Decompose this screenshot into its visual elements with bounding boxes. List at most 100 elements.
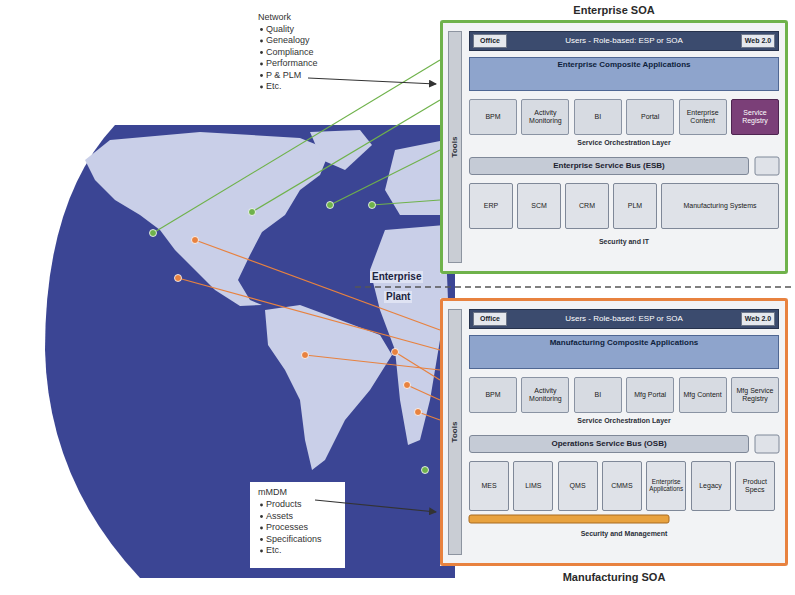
layer-label: Security and Management [469, 530, 779, 538]
box-label: Office [480, 37, 500, 45]
system-box: PLM [613, 183, 657, 229]
system-box: CMMS [602, 461, 642, 511]
composite-band: Enterprise Composite Applications [469, 57, 779, 91]
service-box: Activity Monitoring [521, 99, 569, 135]
panel-ground [440, 20, 788, 274]
list-item: Specifications [266, 534, 322, 545]
site-lines [153, 60, 440, 233]
list-item: P & PLM [266, 70, 301, 81]
side-box [755, 157, 779, 175]
box-label: Enterprise Applications [649, 479, 683, 493]
box-label: Manufacturing Composite Applications [550, 339, 699, 348]
box-label: MES [481, 482, 496, 490]
box-label: Activity Monitoring [524, 109, 566, 124]
tools-bar: Tools [448, 31, 462, 263]
box-label: Manufacturing Systems [683, 202, 756, 210]
plant-dots [175, 237, 422, 416]
box-label: Operations Service Bus (OSB) [551, 440, 666, 449]
list-heading: Network [258, 12, 291, 23]
box-label: Mfg Content [684, 391, 722, 399]
layer-label: Service Orchestration Layer [469, 417, 779, 425]
box-label: Office [480, 315, 500, 323]
plant-lines [178, 240, 440, 420]
system-box: Legacy [691, 461, 731, 511]
leader-arrow [308, 78, 436, 84]
layer-label: Security and IT [469, 238, 779, 246]
region-label: Plant [384, 291, 412, 303]
service-box: Mfg Content [679, 377, 727, 413]
box-label: BI [594, 113, 601, 121]
service-bus: Enterprise Service Bus (ESB) [469, 157, 749, 175]
box-label: Portal [641, 113, 659, 121]
box-label: QMS [570, 482, 586, 490]
box-label: Enterprise Service Bus (ESB) [553, 162, 665, 171]
system-box: QMS [558, 461, 598, 511]
service-box: Activity Monitoring [521, 377, 569, 413]
list-item: Compliance [266, 47, 314, 58]
panel-title: Manufacturing SOA [443, 571, 785, 583]
list-item: Processes [266, 522, 308, 533]
box-label: Users - Role-based: ESP or SOA [565, 315, 683, 324]
client-box: Office [473, 312, 507, 326]
list-item: Products [266, 499, 302, 510]
box-label: Web 2.0 [745, 37, 771, 45]
service-box: Mfg Service Registry [731, 377, 779, 413]
site-dots [150, 202, 429, 474]
service-box: BPM [469, 377, 517, 413]
box-label: CMMS [611, 482, 632, 490]
users-bar: Users - Role-based: ESP or SOA Office Web … [469, 309, 779, 329]
client-box: Office [473, 34, 507, 48]
client-box: Web 2.0 [741, 34, 775, 48]
box-label: Legacy [699, 482, 722, 490]
list-item: Etc. [266, 545, 282, 556]
system-box: Product Specs [735, 461, 775, 511]
text-ground [250, 482, 345, 568]
service-box: Enterprise Content [679, 99, 727, 135]
list-item: Genealogy [266, 35, 310, 46]
panel-title: Enterprise SOA [443, 4, 785, 16]
service-box: BI [574, 99, 622, 135]
bullets [260, 28, 263, 552]
box-label: PLM [628, 202, 642, 210]
service-box: Mfg Portal [626, 377, 674, 413]
side-box [755, 435, 779, 453]
box-label: Activity Monitoring [524, 387, 566, 402]
mdm-bar [469, 515, 669, 523]
box-label: Mfg Portal [634, 391, 666, 399]
system-box: LIMS [513, 461, 553, 511]
box-label: Service Registry [734, 109, 776, 124]
box-label: CRM [579, 202, 595, 210]
system-box: SCM [517, 183, 561, 229]
service-box: Portal [626, 99, 674, 135]
box-label: BPM [485, 113, 500, 121]
continents [85, 130, 448, 470]
soa-panel: Manufacturing SOAToolsUsers - Role-based… [440, 298, 788, 566]
soa-panel: Enterprise SOAToolsUsers - Role-based: E… [440, 20, 788, 274]
box-label: BI [594, 391, 601, 399]
client-box: Web 2.0 [741, 312, 775, 326]
map-ocean [45, 125, 455, 578]
list-item: Assets [266, 511, 293, 522]
box-label: Tools [451, 422, 460, 443]
box-label: Tools [451, 137, 460, 158]
users-bar: Users - Role-based: ESP or SOAOfficeWeb … [469, 31, 779, 51]
box-label: Product Specs [738, 478, 772, 493]
box-label: Enterprise Composite Applications [557, 61, 690, 70]
system-box: Manufacturing Systems [661, 183, 779, 229]
box-label: SCM [531, 202, 547, 210]
composite-band: Manufacturing Composite Applications [469, 335, 779, 369]
service-bus: Operations Service Bus (OSB) [469, 435, 749, 453]
system-box: MES [469, 461, 509, 511]
list-item: Quality [266, 24, 294, 35]
box-label: Mfg Service Registry [734, 387, 776, 402]
service-box: Service Registry [731, 99, 779, 135]
list-item: Performance [266, 58, 318, 69]
system-box: Enterprise Applications [646, 461, 686, 511]
box-label: Enterprise Content [682, 109, 724, 124]
box-label: LIMS [525, 482, 541, 490]
region-label: Enterprise [370, 271, 423, 283]
box-label: ERP [484, 202, 498, 210]
box-label: Web 2.0 [745, 315, 771, 323]
list-heading: mMDM [258, 487, 287, 498]
panel-ground [440, 298, 788, 566]
